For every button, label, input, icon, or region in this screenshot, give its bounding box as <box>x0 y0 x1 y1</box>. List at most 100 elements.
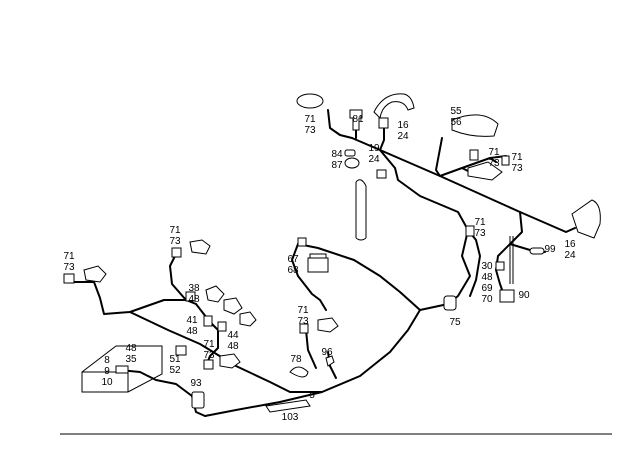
callout-number: 73 <box>169 236 181 247</box>
callout-number: 73 <box>511 163 523 174</box>
wire-left-main <box>69 281 197 315</box>
callout-number: 24 <box>564 250 576 261</box>
callout-number: 48 <box>481 272 493 283</box>
callout-number: 87 <box>331 160 343 171</box>
wire-right-cluster <box>495 211 523 299</box>
callout-number: 90 <box>518 290 530 301</box>
wire-drop-75 <box>394 167 471 305</box>
callout-90: 90 <box>518 290 530 301</box>
bracket-part-38 <box>205 285 225 303</box>
strip-part-103 <box>265 399 311 413</box>
callout-number: 75 <box>449 317 461 328</box>
callout-number: 84 <box>331 149 343 160</box>
wire-branch-71g <box>305 329 317 369</box>
callout-78: 78 <box>290 354 302 365</box>
callout-number: 8 <box>104 355 110 366</box>
callout-93: 93 <box>190 378 202 389</box>
wire-branch-55 <box>435 137 443 177</box>
rod-part <box>509 236 514 284</box>
connector-51 <box>175 345 187 356</box>
callout-number: 55 <box>450 106 462 117</box>
callout-number: 67 <box>287 254 299 265</box>
callout-number: 51 <box>169 354 181 365</box>
wire-branch-left-box <box>119 369 193 397</box>
tube-part <box>355 179 367 241</box>
callout-number: 70 <box>481 294 493 305</box>
callout-number: 69 <box>481 283 493 294</box>
callout-number: 99 <box>544 244 556 255</box>
callout-number: 30 <box>481 261 493 272</box>
callout-number: 78 <box>290 354 302 365</box>
callout-number: 48 <box>188 294 200 305</box>
connector-99 <box>529 247 545 255</box>
callout-number: 16 <box>564 239 576 250</box>
bracket-part-71h <box>219 353 241 369</box>
callout-number: 73 <box>63 262 75 273</box>
callout-number: 48 <box>186 326 198 337</box>
callout-number: 48 <box>125 343 137 354</box>
callout-number: 73 <box>304 125 316 136</box>
connector-71h <box>203 359 214 370</box>
connector-71f <box>299 323 309 334</box>
callout-number: 24 <box>368 154 380 165</box>
callout-number: 71 <box>304 114 316 125</box>
wire-branch-71b <box>439 167 471 177</box>
connector-71-far-left <box>63 273 75 284</box>
callout-number: 48 <box>227 341 239 352</box>
connector-67 <box>307 253 329 273</box>
callout-number: 52 <box>169 365 181 376</box>
lamp-part-55 <box>451 114 499 137</box>
connector-93 <box>191 391 205 409</box>
callout-number: 71 <box>474 217 486 228</box>
callout-number: 5 <box>309 390 315 401</box>
wire-branch-71a-left <box>169 253 187 301</box>
bolt-part-81 <box>349 109 363 131</box>
connector-41 <box>203 315 213 327</box>
callout-number: 73 <box>474 228 486 239</box>
callout-number: 103 <box>282 412 299 423</box>
callout-number: 73 <box>203 350 215 361</box>
callout-number: 35 <box>125 354 137 365</box>
connector-19 <box>376 169 387 179</box>
callout-number: 71 <box>511 152 523 163</box>
callout-96: 96 <box>321 347 333 358</box>
callout-99: 99 <box>544 244 556 255</box>
handle-part-16b <box>571 199 601 239</box>
callout-number: 24 <box>397 131 409 142</box>
callout-number: 9 <box>104 366 110 377</box>
bracket-part-44 <box>239 311 257 327</box>
connector-71c <box>501 155 510 166</box>
grommet-78 <box>289 366 309 378</box>
wire-upper-trunk <box>351 137 576 233</box>
bracket-part-far-left <box>83 265 107 283</box>
parts <box>63 93 601 413</box>
callout-number: 41 <box>186 315 198 326</box>
callout-number: 68 <box>287 265 299 276</box>
callout-number: 71 <box>297 305 309 316</box>
callout-number: 73 <box>488 158 500 169</box>
callout-number: 71 <box>63 251 75 262</box>
callout-number: 73 <box>297 316 309 327</box>
connector-48-35 <box>115 365 129 374</box>
wire-branch-top-left <box>327 109 353 139</box>
callout-number: 38 <box>188 283 200 294</box>
connector-30 <box>495 261 505 271</box>
callout-number: 96 <box>321 347 333 358</box>
relay-90 <box>499 289 515 303</box>
callout-number: 19 <box>368 143 380 154</box>
